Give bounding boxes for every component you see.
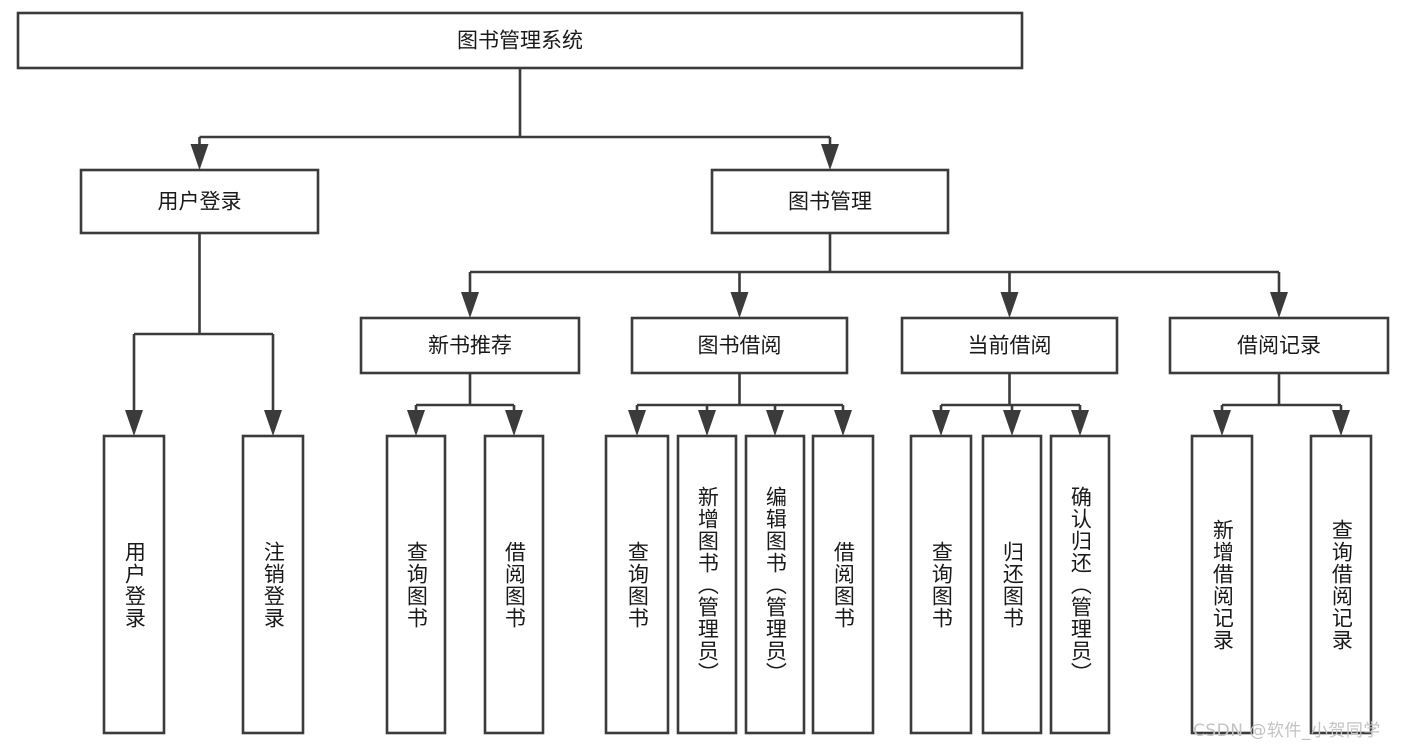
node-box[interactable] [811, 434, 875, 735]
node-leaf-7[interactable] [811, 434, 875, 735]
node-level2-1[interactable]: 图书管理 [710, 168, 950, 235]
arrowhead-down-icon [932, 410, 950, 436]
node-leaf-3[interactable] [483, 434, 545, 735]
node-box[interactable] [385, 434, 447, 735]
arrowhead-down-icon [505, 410, 523, 436]
node-level2-0[interactable]: 用户登录 [79, 168, 320, 235]
arrowhead-down-icon [1270, 292, 1288, 318]
node-label: 借阅记录 [1237, 334, 1321, 358]
node-box[interactable] [1168, 316, 1390, 375]
node-box[interactable] [79, 168, 320, 235]
node-level3-1[interactable]: 图书借阅 [630, 316, 849, 375]
node-box[interactable] [483, 434, 545, 735]
arrowhead-down-icon [1071, 410, 1089, 436]
node-label: 图书借阅 [698, 334, 782, 358]
arrowhead-down-icon [190, 144, 209, 170]
node-leaf-4[interactable] [604, 434, 670, 735]
node-box[interactable] [900, 316, 1119, 375]
node-leaf-11[interactable] [1190, 434, 1254, 735]
arrowhead-down-icon [766, 410, 784, 436]
arrowhead-down-icon [264, 410, 282, 436]
node-label: 用户登录 [158, 190, 242, 214]
node-leaf-12[interactable] [1309, 434, 1373, 735]
node-box[interactable] [241, 434, 305, 735]
node-box[interactable] [1049, 434, 1111, 735]
node-box[interactable] [676, 434, 738, 735]
arrowhead-down-icon [1332, 410, 1350, 436]
node-level3-0[interactable]: 新书推荐 [359, 316, 581, 375]
connector-edges [125, 68, 1350, 436]
node-box[interactable] [1190, 434, 1254, 735]
arrowhead-down-icon [1003, 410, 1021, 436]
node-label: 新书推荐 [428, 334, 512, 358]
node-level3-3[interactable]: 借阅记录 [1168, 316, 1390, 375]
node-box[interactable] [909, 434, 973, 735]
node-leaf-1[interactable] [241, 434, 305, 735]
node-level3-2[interactable]: 当前借阅 [900, 316, 1119, 375]
node-leaf-8[interactable] [909, 434, 973, 735]
arrowhead-down-icon [461, 292, 479, 318]
node-leaf-10[interactable] [1049, 434, 1111, 735]
csdn-watermark: CSDN @软件_小贺同学 [1193, 721, 1381, 741]
node-leaf-6[interactable] [744, 434, 806, 735]
node-label: 当前借阅 [968, 334, 1052, 358]
node-leaf-2[interactable] [385, 434, 447, 735]
node-box[interactable] [744, 434, 806, 735]
node-box[interactable] [630, 316, 849, 375]
node-box[interactable] [102, 434, 166, 735]
arrowhead-down-icon [821, 144, 839, 170]
node-box[interactable] [981, 434, 1043, 735]
arrowhead-down-icon [125, 410, 143, 436]
arrowhead-down-icon [698, 410, 716, 436]
node-leaf-5[interactable] [676, 434, 738, 735]
node-box[interactable] [710, 168, 950, 235]
node-box[interactable] [1309, 434, 1373, 735]
node-label: 图书管理系统 [457, 29, 583, 53]
arrowhead-down-icon [628, 410, 646, 436]
node-leaf-9[interactable] [981, 434, 1043, 735]
node-box[interactable] [359, 316, 581, 375]
arrowhead-down-icon [730, 292, 749, 318]
node-root[interactable]: 图书管理系统 [16, 11, 1024, 70]
arrowhead-down-icon [407, 410, 425, 436]
node-label: 图书管理 [788, 190, 872, 214]
node-box[interactable] [16, 11, 1024, 70]
arrowhead-down-icon [1000, 292, 1019, 318]
node-box[interactable] [604, 434, 670, 735]
arrowhead-down-icon [834, 410, 852, 436]
arrowhead-down-icon [1213, 410, 1231, 436]
node-leaf-0[interactable] [102, 434, 166, 735]
